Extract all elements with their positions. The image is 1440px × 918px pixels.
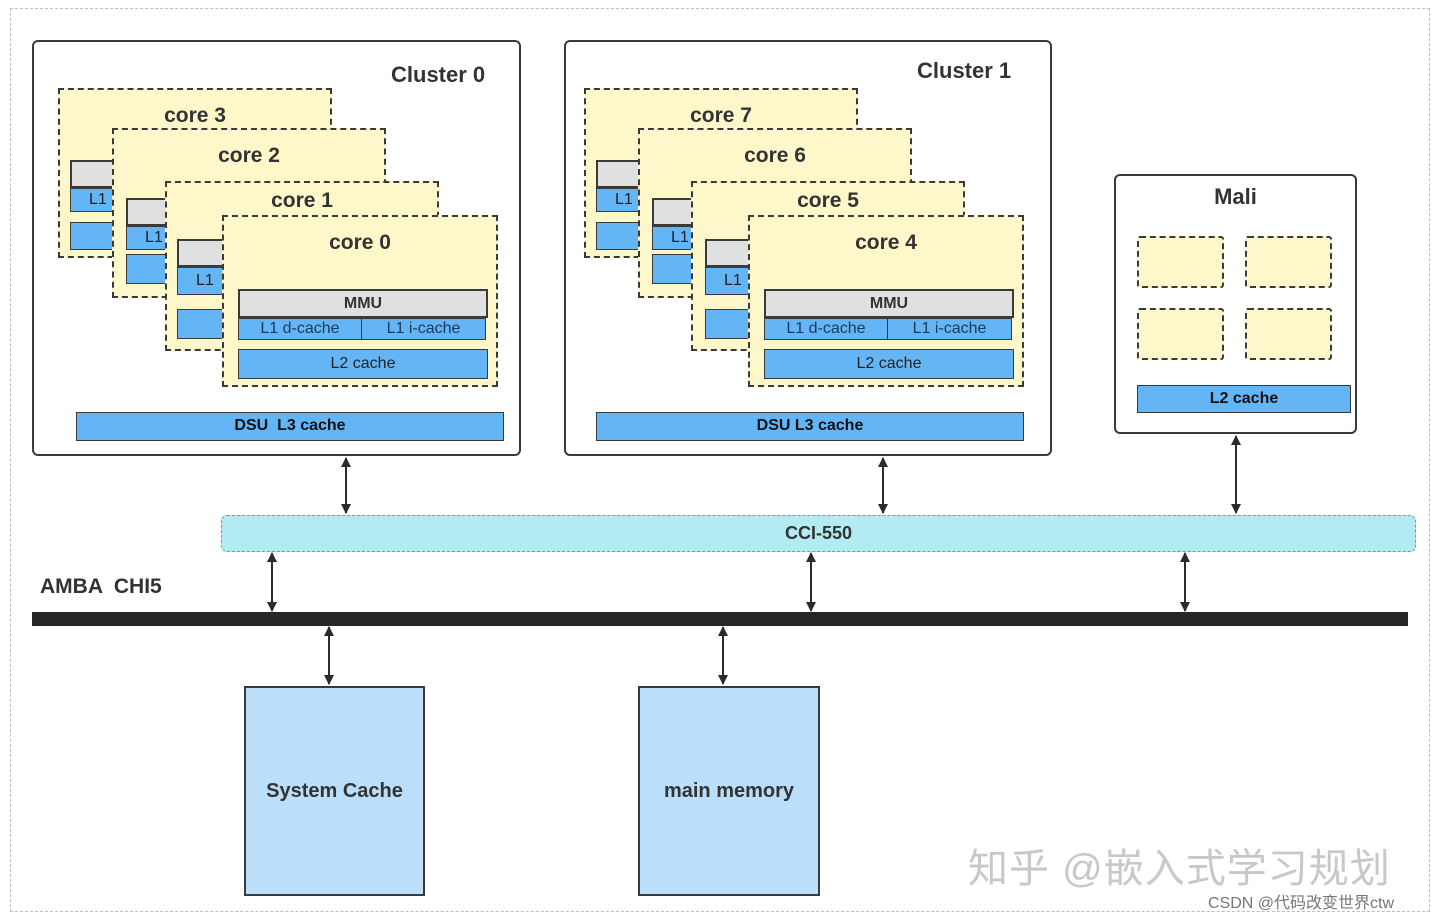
core-4-l1i: L1 i-cache bbox=[912, 320, 987, 337]
core-0: core 0 MMU L1 d-cache L1 i-cache L2 cach… bbox=[222, 215, 498, 387]
core-4-title: core 4 bbox=[855, 231, 917, 254]
core-7-l1-label: L1 bbox=[615, 191, 633, 208]
cluster-1: Cluster 1 core 7 L1 core 6 L1 core 5 L1 … bbox=[564, 40, 1052, 456]
core-5-title: core 5 bbox=[797, 189, 859, 212]
core-4-l1d: L1 d-cache bbox=[765, 319, 888, 339]
core-0-l1i: L1 i-cache bbox=[386, 320, 461, 337]
csdn-watermark: CSDN @代码改变世界ctw bbox=[1208, 895, 1395, 912]
core-0-title: core 0 bbox=[329, 231, 391, 254]
core-0-l2: L2 cache bbox=[238, 349, 488, 379]
main-memory-label: main memory bbox=[663, 779, 795, 802]
diagram-frame bbox=[10, 8, 1430, 912]
cluster-1-dsu-l3-cache: DSU L3 cache bbox=[596, 412, 1024, 441]
core-1-l1-label: L1 bbox=[196, 272, 214, 289]
core-3-title: core 3 bbox=[164, 104, 226, 127]
core-4: core 4 MMU L1 d-cache L1 i-cache L2 cach… bbox=[748, 215, 1024, 387]
amba-chi5-label: AMBA CHI5 bbox=[40, 575, 162, 598]
cluster-0-dsu-l3-cache: DSU L3 cache bbox=[76, 412, 504, 441]
core-4-l2: L2 cache bbox=[764, 349, 1014, 379]
core-0-l1d: L1 d-cache bbox=[239, 319, 362, 339]
core-2-title: core 2 bbox=[218, 144, 280, 167]
mali-l2-cache: L2 cache bbox=[1137, 385, 1351, 413]
main-memory: main memory bbox=[638, 686, 820, 896]
mali-gpu: Mali L2 cache bbox=[1114, 174, 1357, 434]
mali-title: Mali bbox=[1214, 184, 1257, 209]
core-3-l1-label: L1 bbox=[89, 191, 107, 208]
cluster-0: Cluster 0 core 3 L1 core 2 L1 core 1 L1 … bbox=[32, 40, 521, 456]
zhihu-watermark: 知乎 @嵌入式学习规划 bbox=[968, 847, 1391, 891]
core-2-l1-label: L1 bbox=[145, 229, 163, 246]
mali-shader-core-2 bbox=[1245, 236, 1332, 288]
core-0-l1: L1 d-cache L1 i-cache bbox=[238, 318, 486, 340]
core-6-title: core 6 bbox=[744, 144, 806, 167]
core-6-l1-label: L1 bbox=[671, 229, 689, 246]
core-0-mmu: MMU bbox=[238, 289, 488, 318]
mali-shader-core-1 bbox=[1137, 236, 1224, 288]
core-4-mmu: MMU bbox=[764, 289, 1014, 318]
core-4-l1: L1 d-cache L1 i-cache bbox=[764, 318, 1012, 340]
cci-550-interconnect: CCI-550 bbox=[221, 515, 1416, 552]
core-5-l1-label: L1 bbox=[724, 272, 742, 289]
amba-chi5-bus bbox=[32, 612, 1408, 626]
system-cache: System Cache bbox=[244, 686, 425, 896]
system-cache-label: System Cache bbox=[266, 779, 403, 802]
cluster-0-title: Cluster 0 bbox=[391, 62, 486, 87]
cluster-1-title: Cluster 1 bbox=[917, 58, 1012, 83]
mali-shader-core-4 bbox=[1245, 308, 1332, 360]
core-7-title: core 7 bbox=[690, 104, 752, 127]
core-1-title: core 1 bbox=[271, 189, 333, 212]
mali-shader-core-3 bbox=[1137, 308, 1224, 360]
